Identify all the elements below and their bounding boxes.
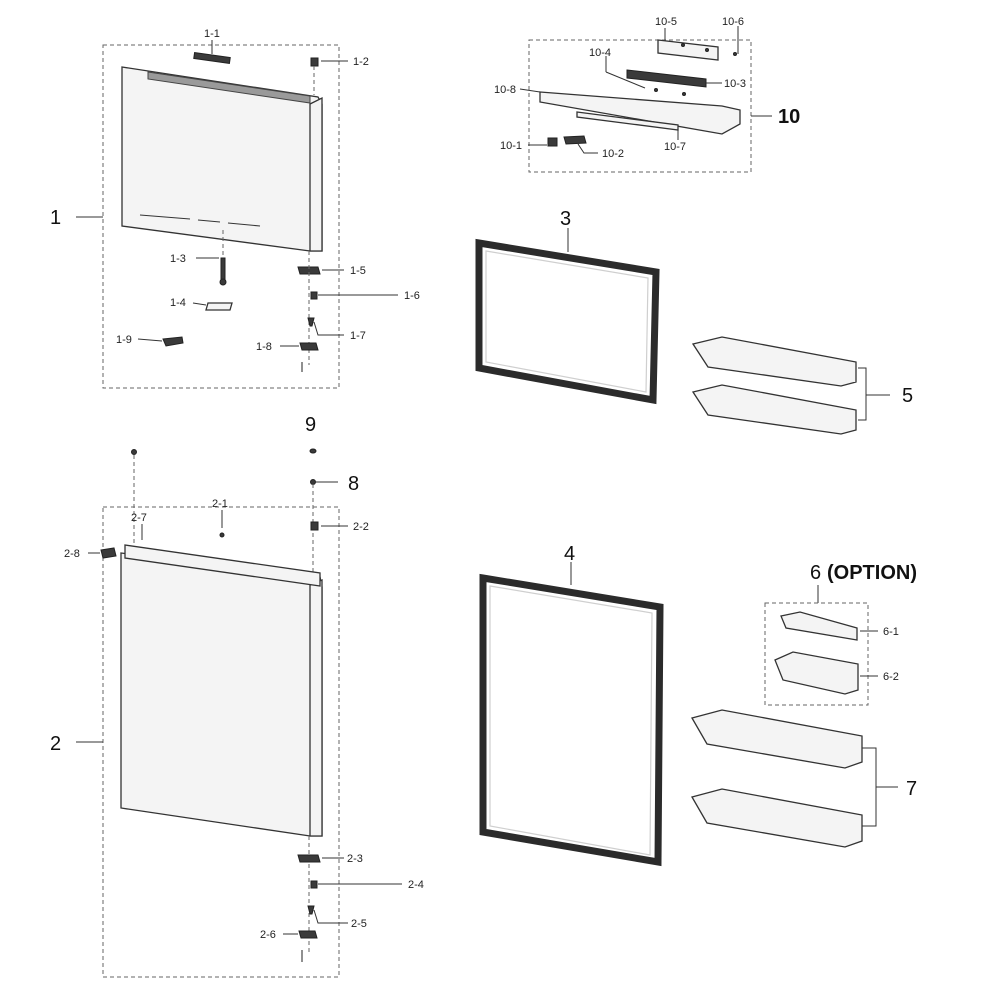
- upper-door-panel: [121, 66, 323, 252]
- group-1-upper-door: 1 1-1 1-2 1-3 1-4 1-5: [50, 28, 420, 389]
- part-2-4-bushing: [310, 880, 318, 889]
- group-10-boundary: [528, 39, 752, 173]
- label-10-4: 10-4: [589, 47, 611, 59]
- label-2-5: 2-5: [351, 918, 367, 930]
- label-2: 2: [50, 733, 61, 755]
- label-2-7: 2-7: [131, 512, 147, 524]
- label-6-option: (OPTION): [827, 562, 917, 584]
- group-2-lower-door: 2 2-1 2-2 2-7 2-8 2-3 2-4 2-: [50, 498, 424, 978]
- label-6: 6: [810, 562, 821, 584]
- label-2-8: 2-8: [64, 548, 80, 560]
- label-10-3: 10-3: [724, 78, 746, 90]
- label-1-5: 1-5: [350, 265, 366, 277]
- label-10: 10: [778, 106, 800, 128]
- label-10-2: 10-2: [602, 148, 624, 160]
- label-1: 1: [50, 207, 61, 229]
- label-10-6: 10-6: [722, 16, 744, 28]
- label-10-7: 10-7: [664, 141, 686, 153]
- part-2-6-hinge: [298, 930, 318, 939]
- part-2-1-screw: [219, 532, 225, 538]
- group-1-boundary: [102, 44, 340, 389]
- part-1-4-bracket: [205, 302, 233, 311]
- label-2-2: 2-2: [353, 521, 369, 533]
- part-1-5-hinge: [297, 266, 321, 275]
- part-2-8-hinge: [100, 547, 117, 559]
- label-3: 3: [560, 208, 571, 230]
- label-6-1: 6-1: [883, 626, 899, 638]
- label-1-4: 1-4: [170, 297, 186, 309]
- part-6-1-cover: [780, 611, 858, 641]
- part-2-2-cap: [310, 521, 319, 531]
- group-6-option: 6 (OPTION) 6-1 6-2: [764, 562, 917, 706]
- part-1-1-handle: [193, 51, 231, 65]
- label-8: 8: [348, 473, 359, 495]
- label-2-4: 2-4: [408, 879, 424, 891]
- label-1-9: 1-9: [116, 334, 132, 346]
- label-4: 4: [564, 543, 575, 565]
- label-1-8: 1-8: [256, 341, 272, 353]
- group-10-top-assembly: 10 10-8 10-5 10-6 10-3 10-4 10-7 10-1: [494, 16, 800, 173]
- label-1-1: 1-1: [204, 28, 220, 40]
- label-1-7: 1-7: [350, 330, 366, 342]
- part-6-2-guard: [774, 651, 859, 695]
- part-1-8-hinge: [299, 342, 319, 351]
- label-10-8: 10-8: [494, 84, 516, 96]
- part-7-door-guards: 7: [691, 709, 917, 848]
- part-1-2-cap: [310, 57, 319, 67]
- part-2-3-hinge: [297, 854, 321, 863]
- lower-door-panel: [120, 544, 323, 837]
- part-10-3-pcb: [626, 69, 707, 88]
- label-7: 7: [906, 778, 917, 800]
- label-1-2: 1-2: [353, 56, 369, 68]
- label-9: 9: [305, 414, 316, 436]
- guard-5-lower: [691, 384, 857, 435]
- part-9-cap: [309, 448, 317, 454]
- guard-7-lower: [691, 788, 863, 848]
- part-10-5-plate: [657, 39, 719, 61]
- label-2-1: 2-1: [212, 498, 228, 510]
- label-1-6: 1-6: [404, 290, 420, 302]
- part-8-screw: [310, 479, 316, 485]
- part-1-7-screw: [307, 317, 315, 327]
- label-5: 5: [902, 385, 913, 407]
- part-2-5-screw: [307, 905, 315, 915]
- label-1-3: 1-3: [170, 253, 186, 265]
- label-6-2: 6-2: [883, 671, 899, 683]
- label-10-1: 10-1: [500, 140, 522, 152]
- part-10-8-cover: [539, 91, 741, 135]
- part-top-screw: [131, 449, 137, 455]
- label-2-3: 2-3: [347, 853, 363, 865]
- guard-5-upper: [691, 336, 857, 387]
- group-6-boundary: [764, 602, 869, 706]
- part-4-lower-gasket: 4: [479, 543, 664, 867]
- part-10-1-switch: [547, 137, 558, 147]
- guard-7-upper: [691, 709, 863, 769]
- part-5-door-guards: 5: [691, 336, 913, 435]
- label-2-6: 2-6: [260, 929, 276, 941]
- part-10-2-latch: [563, 135, 587, 145]
- part-1-6-bushing: [310, 291, 318, 300]
- part-1-9-stopper: [162, 336, 184, 347]
- label-10-5: 10-5: [655, 16, 677, 28]
- part-3-upper-gasket: 3: [475, 208, 660, 405]
- part-1-3-pin: [220, 257, 226, 281]
